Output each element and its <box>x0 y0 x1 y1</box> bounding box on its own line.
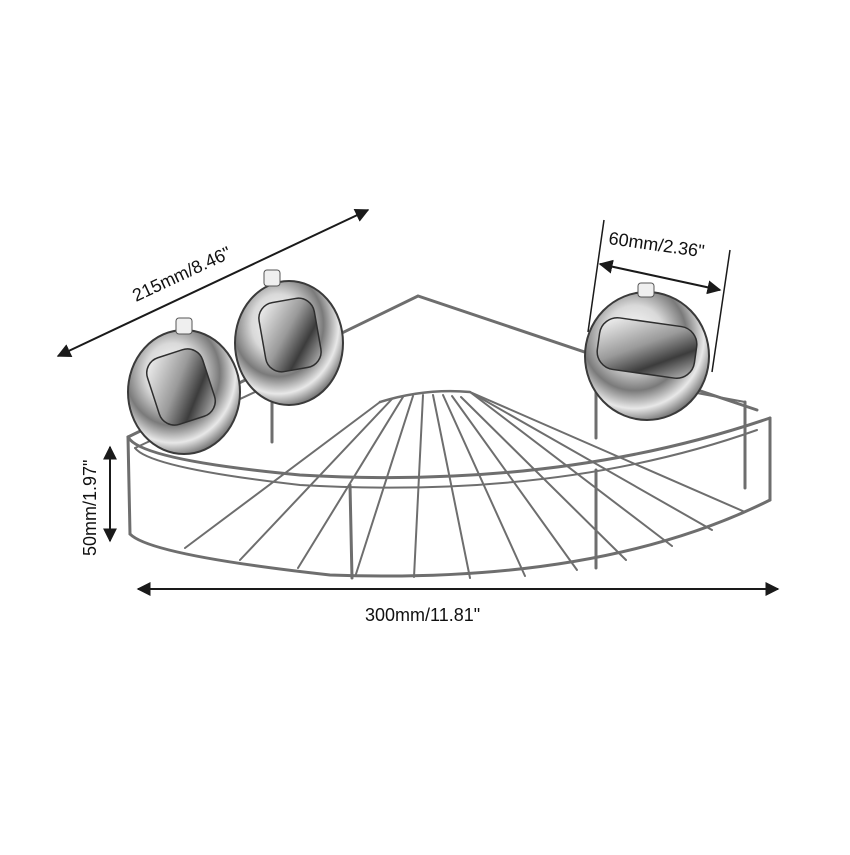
basket-post-left <box>126 435 132 536</box>
suction-tab <box>175 317 193 335</box>
height-dimension: 50mm/1.97" <box>80 445 117 556</box>
suction-cup-middle <box>234 269 344 406</box>
suction-cup-right <box>584 282 710 421</box>
suction-diameter-label: 60mm/2.36" <box>607 228 705 261</box>
suction-extension-right <box>711 249 731 373</box>
suction-tab <box>263 269 281 287</box>
basket-front-top-rail <box>126 416 772 480</box>
basket-fan-hub <box>378 389 472 404</box>
basket-front-top-rail-inner <box>134 429 758 489</box>
suction-knob <box>258 297 322 373</box>
suction-arrow-line <box>598 259 722 295</box>
depth-label: 215mm/8.46" <box>129 243 234 306</box>
suction-tab <box>637 282 655 298</box>
width-label: 300mm/11.81" <box>365 605 480 625</box>
suction-cup-left <box>127 317 241 455</box>
basket-bottom-rail <box>128 498 772 578</box>
basket-post-center <box>348 483 354 580</box>
suction-knob <box>146 348 216 426</box>
suction-extension-left <box>587 219 605 333</box>
basket-fan-wires <box>184 391 746 579</box>
depth-arrow-line <box>56 209 370 357</box>
suction-knob <box>596 317 698 379</box>
width-dimension: 300mm/11.81" <box>136 582 780 625</box>
height-label: 50mm/1.97" <box>80 460 100 556</box>
